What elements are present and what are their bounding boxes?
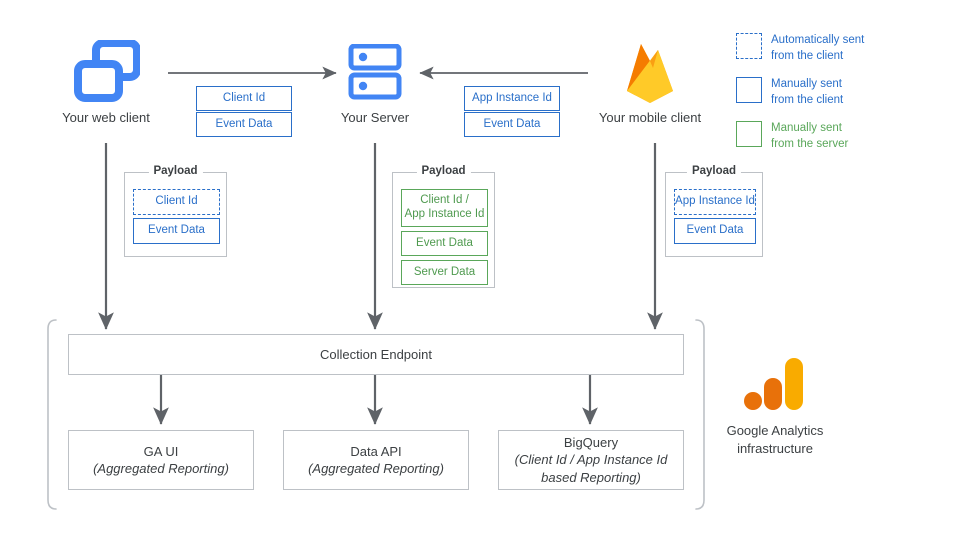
output-title-bigquery: BigQuery — [563, 435, 619, 451]
payload-server-item-ids: Client Id / App Instance Id — [401, 189, 488, 227]
infrastructure-bracket-right — [695, 319, 705, 510]
legend-swatch-dashed-blue-icon — [736, 33, 762, 59]
legend-label-manual-client: Manually sent from the client — [771, 78, 844, 106]
legend-swatch-solid-blue-icon — [736, 77, 762, 104]
output-sub-bigquery: (Client Id / App Instance Id based Repor… — [514, 452, 668, 485]
server-racks-icon — [348, 44, 402, 100]
firebase-flame-icon — [617, 38, 683, 108]
legend-item-manual-server: Manually sent from the server — [736, 121, 952, 152]
browser-windows-icon — [74, 40, 140, 102]
payload-web-item-client-id: Client Id — [133, 189, 220, 215]
ga-infrastructure-line1: Google Analytics — [726, 423, 824, 438]
legend-item-manual-client: Manually sent from the client — [736, 77, 952, 108]
payload-mobile-item-app-instance-id: App Instance Id — [674, 189, 756, 215]
output-sub-data-api: (Aggregated Reporting) — [308, 461, 444, 476]
transit-chip-app-instance-id: App Instance Id — [464, 86, 560, 111]
payload-mobile-item-event-data: Event Data — [674, 218, 756, 244]
collection-endpoint-label: Collection Endpoint — [319, 346, 433, 362]
payload-box-web: Payload Client Id Event Data — [124, 165, 227, 257]
web-client-label: Your web client — [62, 110, 150, 125]
output-title-data-api: Data API — [350, 443, 402, 459]
payload-mobile-title: Payload — [686, 165, 742, 177]
transit-chip-event-data-mobile: Event Data — [464, 112, 560, 137]
legend-label-automatic-client: Automatically sent from the client — [771, 34, 865, 62]
payload-web-title: Payload — [148, 165, 203, 177]
ga-infrastructure-line2: infrastructure — [737, 441, 813, 457]
payload-web-item-event-data: Event Data — [133, 218, 220, 244]
transit-chip-client-id: Client Id — [196, 86, 292, 111]
legend-item-automatic-client: Automatically sent from the client — [736, 33, 952, 64]
ga-infrastructure-label: Google Analytics infrastructure — [690, 422, 860, 458]
legend-swatch-solid-green-icon — [736, 121, 762, 148]
output-title-ga-ui: GA UI — [143, 443, 179, 459]
collection-endpoint-box: Collection Endpoint — [68, 334, 684, 375]
output-box-bigquery: BigQuery (Client Id / App Instance Id ba… — [498, 430, 684, 490]
output-box-ga-ui: GA UI (Aggregated Reporting) — [68, 430, 254, 490]
payload-server-title: Payload — [416, 165, 471, 177]
transit-chip-event-data: Event Data — [196, 112, 292, 137]
payload-box-server: Payload Client Id / App Instance Id Even… — [392, 165, 495, 288]
output-sub-ga-ui: (Aggregated Reporting) — [93, 461, 229, 476]
payload-server-item-server-data: Server Data — [401, 260, 488, 285]
output-box-data-api: Data API (Aggregated Reporting) — [283, 430, 469, 490]
infrastructure-bracket-left — [47, 319, 57, 510]
legend: Automatically sent from the client Manua… — [736, 33, 952, 152]
google-analytics-logo — [744, 358, 806, 416]
payload-server-item-event-data: Event Data — [401, 231, 488, 256]
payload-box-mobile: Payload App Instance Id Event Data — [665, 165, 763, 257]
legend-label-manual-server: Manually sent from the server — [771, 122, 849, 150]
mobile-client-label: Your mobile client — [598, 110, 702, 125]
server-label: Your Server — [340, 110, 410, 125]
